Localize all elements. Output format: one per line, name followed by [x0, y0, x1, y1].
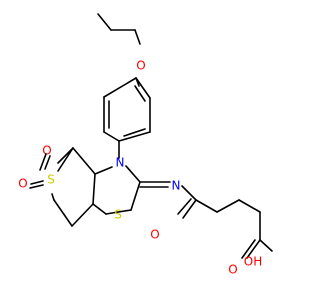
- atom-labels: O N S O O S N O O OH: [18, 59, 262, 277]
- atom-ring-N: N: [116, 156, 125, 170]
- atom-amide-O: O: [150, 228, 159, 242]
- atom-ring-S: S: [114, 208, 122, 222]
- atom-sulfone-O-top: O: [42, 144, 51, 158]
- bonds: [51, 13, 273, 259]
- atom-acid-O: O: [228, 263, 237, 277]
- atom-imine-N: N: [172, 179, 181, 193]
- atom-acid-OH: OH: [244, 255, 262, 269]
- atom-sulfone-S: S: [47, 173, 55, 187]
- molecule-canvas: O N S O O S N O O OH: [18, 13, 273, 277]
- molecule-structure: O N S O O S N O O OH: [18, 13, 273, 277]
- atom-sulfone-O-left: O: [18, 177, 27, 191]
- bonds-extra: [29, 147, 74, 189]
- atom-ethoxy-O: O: [136, 59, 145, 73]
